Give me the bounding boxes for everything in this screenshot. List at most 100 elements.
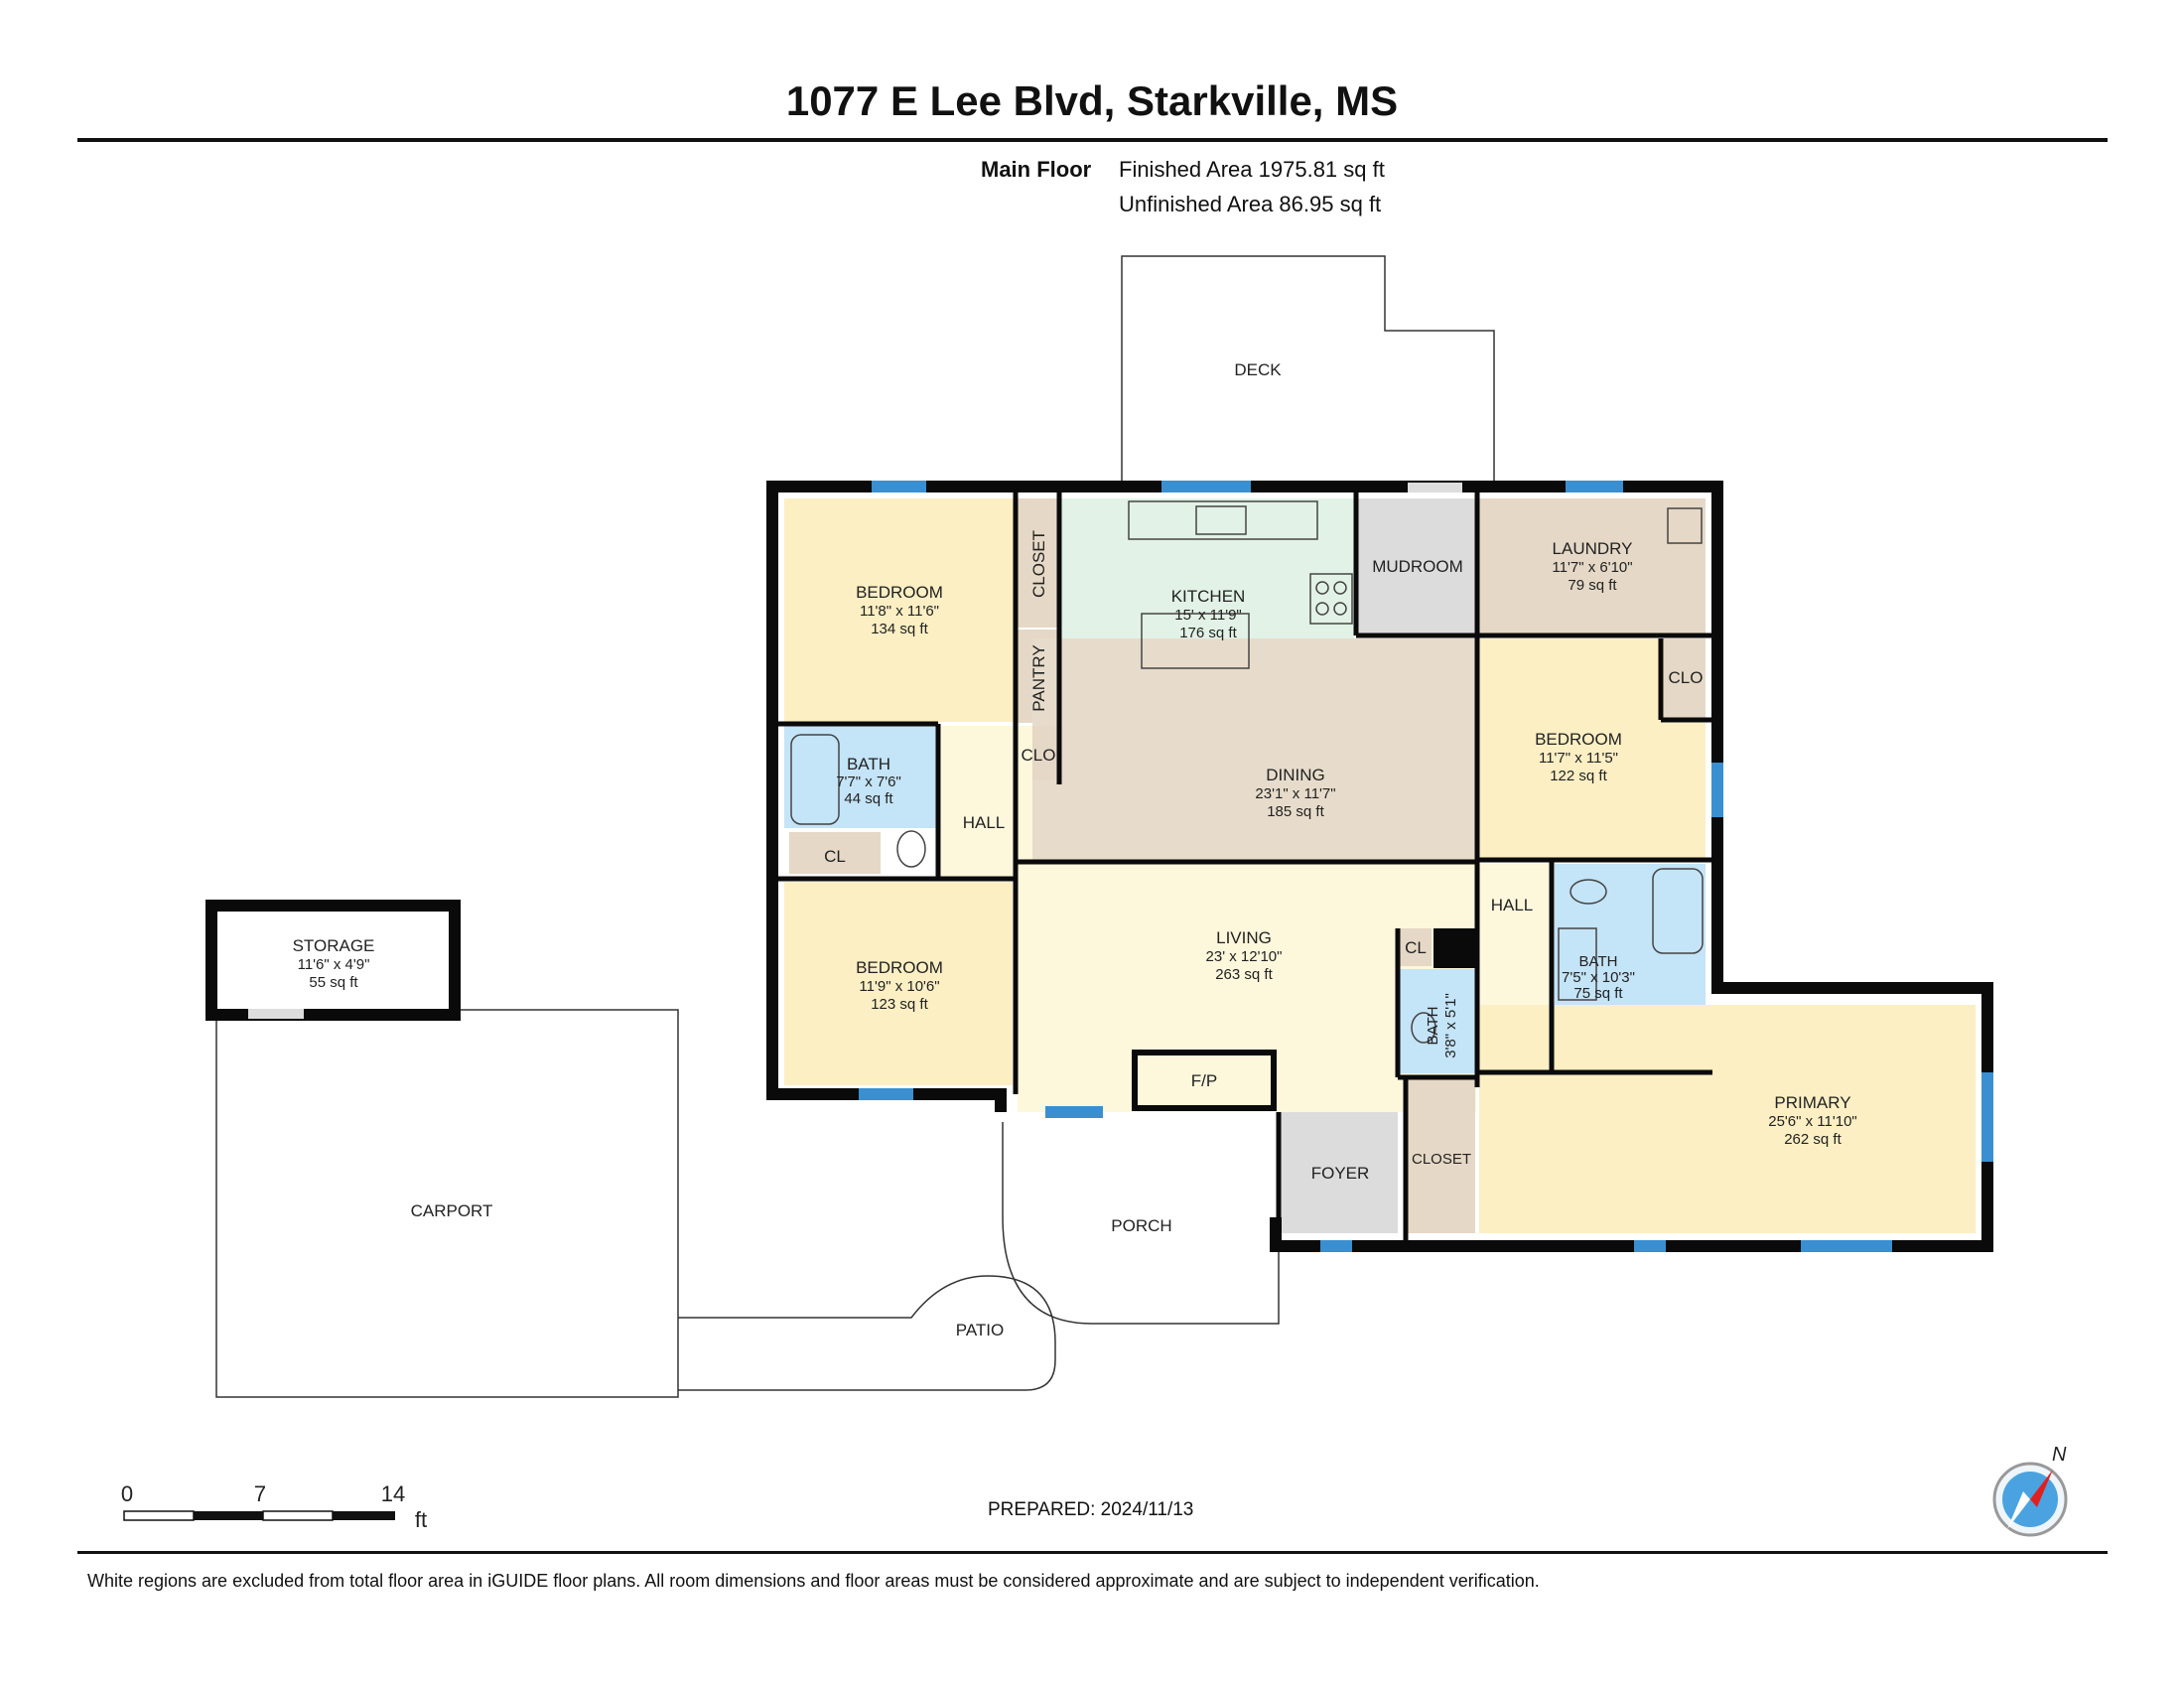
- fireplace-name: F/P: [1191, 1071, 1217, 1090]
- bathtub-icon: [1652, 868, 1704, 954]
- window: [1566, 481, 1623, 492]
- scale-tick-14: 14: [381, 1481, 405, 1506]
- kitchen-island: [1141, 613, 1250, 669]
- laundry-dims: 11'7" x 6'10": [1552, 559, 1632, 576]
- bathtub-icon: [790, 734, 840, 825]
- page-title: 1077 E Lee Blvd, Starkville, MS: [785, 77, 1399, 124]
- room-labels: BEDROOM 11'8" x 11'6" 134 sq ft CLOSET K…: [293, 360, 1857, 1339]
- carport-label: CARPORT: [411, 1201, 493, 1220]
- bedroom-ne-name: BEDROOM: [1535, 730, 1622, 749]
- bedroom-sw-name: BEDROOM: [856, 958, 943, 977]
- window: [1045, 1106, 1103, 1118]
- closet-nw-fill: [1018, 498, 1059, 628]
- bedroom-ne-area: 122 sq ft: [1550, 768, 1607, 784]
- fireplace-outline: [1132, 1050, 1277, 1111]
- burner-icon: [1333, 581, 1347, 595]
- storage-area: 55 sq ft: [309, 974, 358, 991]
- toilet-icon: [1570, 879, 1607, 905]
- window: [1320, 1240, 1352, 1252]
- clo-ne-fill: [1664, 638, 1706, 720]
- exterior-outlines: [215, 255, 1495, 1398]
- kitchen-name: KITCHEN: [1171, 587, 1246, 606]
- sink-icon: [1195, 505, 1247, 535]
- window: [1711, 763, 1723, 817]
- window: [859, 1088, 913, 1100]
- header-divider: [77, 138, 2108, 142]
- deck-label: DECK: [1234, 360, 1282, 379]
- primary-name: PRIMARY: [1774, 1093, 1850, 1112]
- window: [1634, 1240, 1666, 1252]
- pantry-name: PANTRY: [1029, 644, 1048, 711]
- window: [1981, 1072, 1993, 1162]
- range-icon: [1309, 573, 1353, 625]
- floor-name: Main Floor: [981, 157, 1092, 182]
- fixtures: [790, 500, 1704, 1044]
- burner-icon: [1333, 602, 1347, 616]
- cl-e-fill: [1400, 928, 1432, 966]
- porch-label: PORCH: [1111, 1216, 1171, 1235]
- burner-icon: [1315, 602, 1329, 616]
- foyer-name: FOYER: [1311, 1164, 1370, 1183]
- porch-outline: [1002, 1122, 1280, 1325]
- bedroom-nw-dims: 11'8" x 11'6": [860, 603, 939, 620]
- door: [248, 1009, 304, 1019]
- bedroom-sw-area: 123 sq ft: [871, 996, 928, 1013]
- laundry-sink-icon: [1667, 507, 1703, 544]
- doors: [248, 483, 1462, 1019]
- scale-unit: ft: [415, 1507, 427, 1532]
- patio-outline: [678, 1275, 1056, 1391]
- kitchen-counter: [1128, 500, 1318, 540]
- hall-w-name: HALL: [963, 813, 1006, 832]
- cl-e-name: CL: [1405, 938, 1427, 957]
- living-area: 263 sq ft: [1215, 966, 1273, 983]
- closet-nw-name: CLOSET: [1029, 530, 1048, 598]
- footer-divider: [77, 1551, 2108, 1554]
- bath-small-dims: 3'8" x 5'1": [1442, 993, 1459, 1058]
- scale-bar: 0 7 14 ft: [121, 1481, 427, 1532]
- cl-e-block: [1433, 928, 1477, 968]
- kitchen-area: 176 sq ft: [1179, 625, 1237, 641]
- dining-name: DINING: [1266, 766, 1325, 784]
- compass-icon: N: [1992, 1444, 2068, 1537]
- bath-e-area: 75 sq ft: [1573, 985, 1623, 1002]
- burner-icon: [1315, 581, 1329, 595]
- bath-w-dims: 7'7" x 7'6": [836, 774, 901, 790]
- scale-tick-7: 7: [254, 1481, 266, 1506]
- closet-se-fill: [1408, 1077, 1475, 1233]
- bedroom-sw-dims: 11'9" x 10'6": [859, 978, 939, 995]
- toilet-icon: [1411, 1012, 1436, 1044]
- closet-se-name: CLOSET: [1412, 1151, 1471, 1168]
- window: [872, 481, 926, 492]
- foyer-fill: [1281, 1112, 1398, 1233]
- storage-dims: 11'6" x 4'9": [298, 956, 370, 973]
- prepared-date: PREPARED: 2024/11/13: [988, 1499, 1194, 1520]
- hall-e-name: HALL: [1491, 896, 1534, 914]
- finished-area: Finished Area 1975.81 sq ft: [1119, 157, 1385, 182]
- disclaimer-text: White regions are excluded from total fl…: [87, 1571, 1540, 1591]
- laundry-area: 79 sq ft: [1568, 577, 1617, 594]
- living-dims: 23' x 12'10": [1206, 948, 1283, 965]
- storage-name: STORAGE: [293, 936, 375, 955]
- bedroom-sw-fill: [784, 882, 1013, 1085]
- fireplace-fill: [1135, 1053, 1274, 1108]
- cl-w-fill: [789, 832, 881, 874]
- primary-fill-2: [1479, 1074, 1706, 1233]
- patio-label: PATIO: [956, 1321, 1005, 1339]
- bath-w-fill: [784, 726, 938, 828]
- clo-ne-name: CLO: [1669, 668, 1704, 687]
- cl-w-name: CL: [824, 847, 846, 866]
- primary-area: 262 sq ft: [1784, 1131, 1842, 1148]
- dining-area: 185 sq ft: [1267, 803, 1324, 820]
- bedroom-nw-name: BEDROOM: [856, 583, 943, 602]
- bedroom-ne-dims: 11'7" x 11'5": [1539, 750, 1618, 767]
- bedroom-nw-fill: [784, 498, 1016, 722]
- bath-e-dims: 7'5" x 10'3": [1562, 969, 1635, 986]
- bedroom-nw-area: 134 sq ft: [871, 621, 928, 637]
- mudroom-name: MUDROOM: [1372, 557, 1463, 576]
- storage-wall: [205, 900, 461, 1021]
- unfinished-area: Unfinished Area 86.95 sq ft: [1119, 192, 1382, 216]
- primary-dims: 25'6" x 11'10": [1768, 1113, 1857, 1130]
- dining-dims: 23'1" x 11'7": [1255, 785, 1335, 802]
- laundry-name: LAUNDRY: [1553, 539, 1633, 558]
